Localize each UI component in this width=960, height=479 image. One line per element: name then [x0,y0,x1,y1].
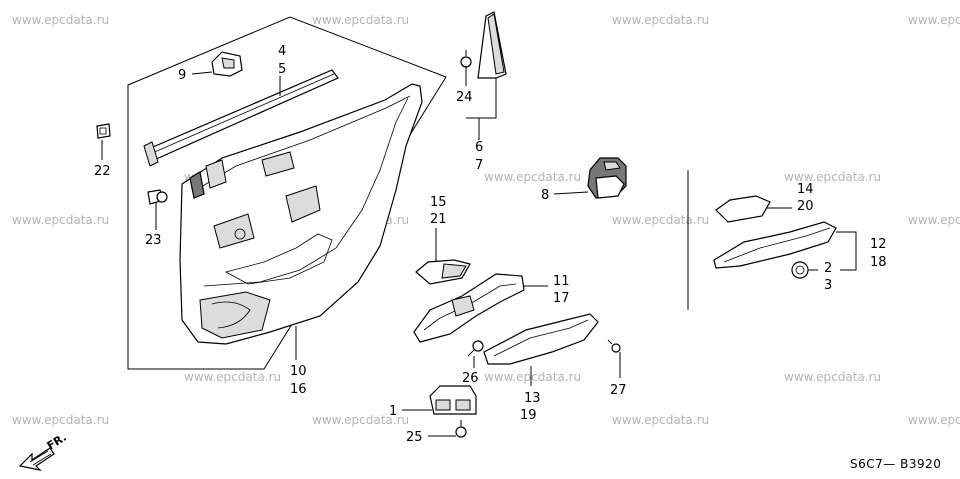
callout-23: 23 [145,233,162,248]
callout-17: 17 [553,291,570,306]
callout-21: 21 [430,212,447,227]
screw-part-27 [607,339,621,353]
watermark: www.epcdata.ru [12,13,109,27]
diagram-code: S6C7— B3920 [850,457,941,471]
watermark: www.epcdata.ru [312,13,409,27]
watermark: www.epcdata.ru [312,413,409,427]
callout-19: 19 [520,408,537,423]
watermark: www.epcdata.ru [484,370,581,384]
callout-5: 5 [278,62,286,77]
armrest-panel [713,221,837,269]
callout-12: 12 [870,237,887,252]
bracket-part [211,51,243,77]
watermark: www.epcdata.ru [784,170,881,184]
inner-handle-bracket [413,273,525,343]
callout-1: 1 [389,404,397,419]
callout-16: 16 [290,382,307,397]
callout-8: 8 [541,188,549,203]
callout-11: 11 [553,274,570,289]
screw-part-25 [455,420,467,438]
watermark: www.epcdata.ru [908,413,960,427]
watermark: www.epcdata.ru [612,13,709,27]
inner-weatherstrip [143,69,339,167]
switch-unit [429,385,477,415]
callout-25: 25 [406,430,423,445]
callout-4: 4 [278,44,286,59]
callout-2: 2 [824,261,832,276]
armrest-trim [483,313,599,365]
front-direction-arrow: FR. [18,431,69,471]
callout-labels: 4 5 9 22 23 24 6 7 8 15 21 11 17 10 16 2… [94,44,887,445]
watermark: www.epcdata.ru [784,370,881,384]
callout-9: 9 [178,68,186,83]
door-lining-panel [179,83,423,345]
callout-3: 3 [824,278,832,293]
switch-cover [415,259,471,285]
watermark: www.epcdata.ru [12,213,109,227]
callout-13: 13 [524,391,541,406]
watermark: www.epcdata.ru [612,213,709,227]
clip-part-22 [96,123,111,139]
watermark: www.epcdata.ru [612,413,709,427]
callout-18: 18 [870,255,887,270]
callout-20: 20 [797,199,814,214]
arrow-icon [18,447,55,471]
leader-lines [101,66,857,437]
watermark: www.epcdata.ru [908,213,960,227]
callout-27: 27 [610,383,627,398]
callout-14: 14 [797,182,814,197]
callout-7: 7 [475,158,483,173]
callout-10: 10 [290,364,307,379]
clip-part-23 [147,189,168,212]
callout-15: 15 [430,195,447,210]
corner-garnish [477,11,507,79]
watermark: www.epcdata.ru [908,13,960,27]
callout-24: 24 [456,90,473,105]
callout-6: 6 [475,140,483,155]
watermark: www.epcdata.ru [184,370,281,384]
watermark: www.epcdata.ru [12,413,109,427]
watermark: www.epcdata.ru [484,170,581,184]
switch-assembly [587,157,627,199]
grommet-part [791,261,809,279]
clip-part-24 [460,50,472,68]
callout-22: 22 [94,164,111,179]
callout-26: 26 [462,371,479,386]
panel-switch-cover [715,195,771,223]
screw-part-26 [467,340,484,357]
